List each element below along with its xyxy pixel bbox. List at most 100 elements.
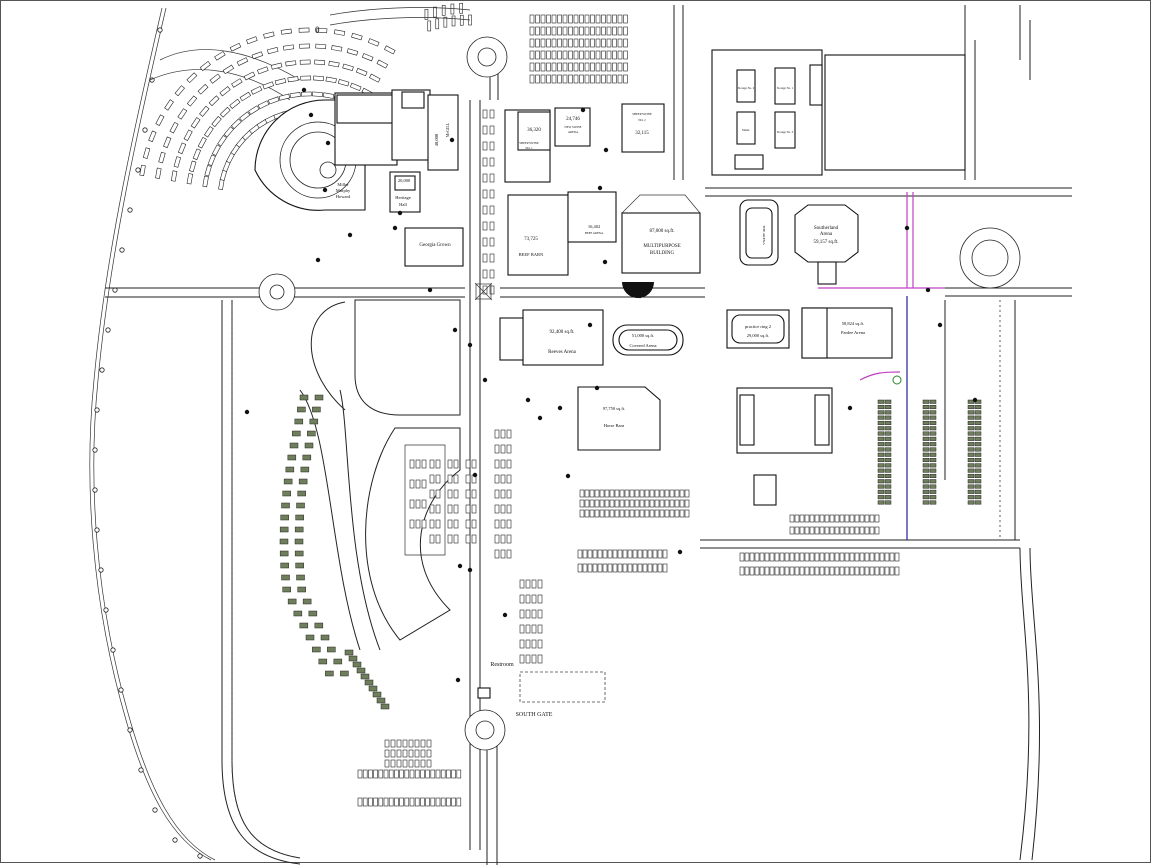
parking-stall <box>465 489 471 499</box>
parking-stall <box>568 62 573 72</box>
crescent-parking-lot <box>299 389 461 651</box>
parking-stall <box>482 269 488 279</box>
parking-stall <box>568 38 573 48</box>
marker-dot <box>587 322 593 328</box>
covered-name-label: Covered Arena <box>629 343 656 348</box>
curved-stall <box>174 85 185 97</box>
green-stall <box>877 431 885 436</box>
parking-stall <box>435 504 441 514</box>
green-stall <box>974 500 982 505</box>
parking-stall <box>409 499 415 509</box>
parking-stall <box>744 552 750 562</box>
parking-stall <box>584 38 590 48</box>
parking-stall <box>679 509 685 518</box>
parking-stall <box>595 14 601 24</box>
parking-stall <box>804 552 810 562</box>
parking-stall <box>629 489 635 498</box>
green-stall <box>884 431 892 436</box>
fence-bead <box>157 27 163 33</box>
green-stall <box>929 431 937 436</box>
curved-stall <box>251 51 264 60</box>
parking-stall <box>529 26 535 36</box>
parking-stall <box>573 62 579 72</box>
parking-stall <box>500 534 506 544</box>
parking-stall <box>390 739 396 748</box>
parking-stall <box>482 221 488 231</box>
parking-stall <box>824 552 830 562</box>
green-stall <box>312 646 321 653</box>
parking-stall <box>874 514 880 523</box>
arena-36320-label: 36,320 <box>527 128 541 133</box>
parking-stall <box>506 429 512 439</box>
marker-dot <box>322 187 328 193</box>
parking-stall <box>399 769 404 779</box>
west-perimeter-fence <box>89 7 216 861</box>
parking-stall <box>506 474 512 484</box>
parking-stall <box>453 459 459 469</box>
parking-stall <box>589 489 595 498</box>
parking-stall <box>624 509 630 518</box>
marker-dot <box>502 612 508 618</box>
parking-stall <box>590 26 595 36</box>
parking-stall <box>594 509 600 518</box>
parking-stall <box>604 499 610 508</box>
parking-stall <box>829 552 835 562</box>
parking-stall <box>874 552 880 562</box>
row-parking-stalls <box>357 14 900 807</box>
fence-bead <box>98 567 104 573</box>
parking-stall <box>383 797 389 807</box>
parking-stall <box>453 534 459 544</box>
curved-stall <box>199 105 210 117</box>
parking-stall <box>453 489 459 499</box>
parking-stall <box>500 444 506 454</box>
marker-dot <box>597 185 603 191</box>
parking-stall <box>489 173 495 183</box>
marker-dot <box>392 225 398 231</box>
sheep-swine-1-building: 36,320 SHEEP/SWINE NO. 1 <box>504 109 551 183</box>
green-stall <box>967 484 975 489</box>
curved-stall <box>331 45 343 52</box>
parking-stall <box>679 489 685 498</box>
parking-stall <box>482 205 488 215</box>
curved-stall <box>155 167 162 179</box>
fence-bead <box>172 837 178 843</box>
parking-stall <box>430 769 436 779</box>
curved-stall <box>163 136 172 149</box>
curved-stall <box>190 117 201 129</box>
parking-stall <box>557 50 562 60</box>
parking-stall <box>529 62 535 72</box>
curved-stall <box>322 92 335 99</box>
parking-stall <box>859 514 865 523</box>
parking-stall <box>573 50 579 60</box>
mcgill-exhibit-building: 40,000 McGILL <box>427 94 459 171</box>
parking-stall <box>579 14 584 24</box>
curved-stall <box>313 75 324 81</box>
green-stall <box>877 458 885 463</box>
parking-stall <box>657 563 663 573</box>
marker-dot <box>467 567 473 573</box>
parking-stall <box>446 797 451 807</box>
maint-label: Maint. <box>742 128 750 132</box>
parking-stall <box>784 566 790 576</box>
curved-stall <box>197 136 207 149</box>
parking-stall <box>525 654 531 664</box>
green-stall <box>364 679 374 686</box>
green-stall <box>929 405 937 410</box>
parking-stall <box>435 489 441 499</box>
reeves-area-label: 92,400 sq.ft. <box>550 330 575 335</box>
parking-stall <box>864 514 870 523</box>
multipurpose-name-line2: BUILDING <box>650 251 675 256</box>
parking-stall <box>829 566 835 576</box>
parking-stall <box>551 62 557 72</box>
parking-stall <box>557 38 562 48</box>
parking-stall <box>769 566 775 576</box>
parking-stall <box>601 38 606 48</box>
green-stall <box>929 436 937 441</box>
parking-stall <box>388 769 394 779</box>
parking-stall <box>506 549 512 559</box>
parking-stall <box>396 749 402 758</box>
parking-stall <box>609 489 615 498</box>
parking-stall <box>664 489 670 498</box>
parking-stall <box>609 499 615 508</box>
